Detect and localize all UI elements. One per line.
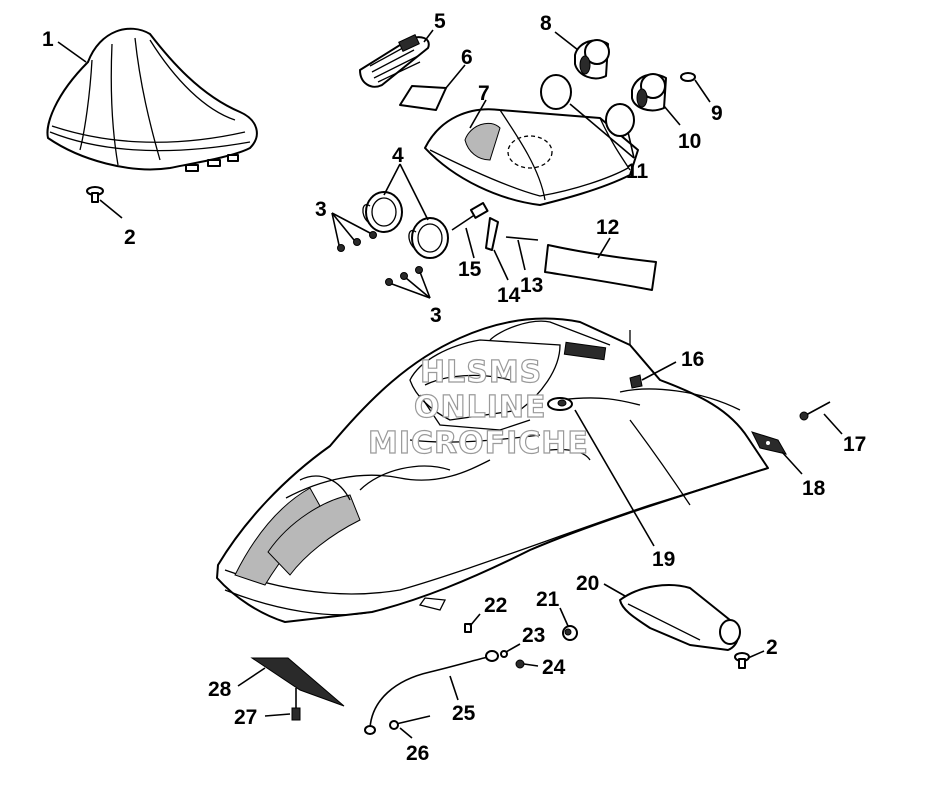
callout-9: 9 (711, 102, 723, 125)
part-3-nuts-bottom[interactable] (385, 266, 423, 286)
part-13-pin[interactable] (505, 236, 539, 241)
part-9-o-ring[interactable] (680, 72, 696, 82)
callout-3-bottom: 3 (430, 304, 442, 327)
callout-4: 4 (392, 144, 404, 167)
callout-17: 17 (843, 433, 866, 456)
part-16-fastener[interactable] (629, 374, 643, 389)
part-5-vent-grille[interactable] (359, 34, 430, 88)
callout-7: 7 (478, 82, 490, 105)
part-4-headlight-rings[interactable] (362, 191, 449, 259)
callout-2-top: 2 (124, 226, 136, 249)
callout-20: 20 (576, 572, 599, 595)
part-17-screw[interactable] (799, 401, 831, 421)
part-23-washer[interactable] (500, 650, 508, 658)
callout-14: 14 (497, 284, 521, 307)
part-20-cover-plate[interactable] (619, 584, 741, 651)
part-27-screw[interactable] (291, 707, 301, 721)
callout-21: 21 (536, 588, 560, 611)
part-8-gauge[interactable] (574, 39, 610, 80)
part-22-pin[interactable] (464, 623, 472, 633)
part-11-bezels[interactable] (540, 74, 635, 137)
part-24-nut[interactable] (515, 659, 525, 669)
callout-3-top: 3 (315, 198, 327, 221)
callout-1: 1 (42, 28, 54, 51)
callout-6: 6 (461, 46, 473, 69)
part-12-trim-strip[interactable] (544, 244, 657, 291)
hood-assembly[interactable] (216, 317, 769, 623)
part-14-bolt[interactable] (485, 217, 499, 251)
part-3-nuts-top[interactable] (337, 231, 377, 252)
callout-24: 24 (542, 656, 566, 679)
part-26-tie[interactable] (389, 715, 431, 730)
callout-19: 19 (652, 548, 675, 571)
watermark-line-3: MICROFICHE (368, 426, 589, 461)
part-21-clip[interactable] (562, 625, 578, 641)
callout-18: 18 (802, 477, 826, 500)
part-15-bulb-socket[interactable] (451, 202, 489, 231)
part-2-screw-bottom[interactable] (734, 652, 750, 669)
callout-28: 28 (208, 678, 232, 701)
callout-11: 11 (626, 160, 649, 183)
part-18-bracket[interactable] (751, 431, 788, 455)
part-7-dash-housing[interactable] (424, 108, 639, 206)
callout-16: 16 (681, 348, 704, 371)
watermark-line-1: HLSMS (420, 355, 542, 390)
callout-5: 5 (434, 10, 446, 33)
watermark: HLSMS ONLINE MICROFICHE (367, 354, 589, 461)
callout-2-bottom: 2 (766, 636, 778, 659)
callout-25: 25 (452, 702, 476, 725)
part-10-gauge[interactable] (631, 73, 667, 112)
callout-labels: 1 2 3 4 3 5 6 7 8 9 10 11 12 13 14 15 16… (42, 10, 866, 765)
callout-13: 13 (520, 274, 543, 297)
part-6-pad[interactable] (399, 85, 447, 111)
callout-10: 10 (678, 130, 701, 153)
leader-lines (57, 29, 843, 739)
callout-12: 12 (596, 216, 619, 239)
callout-15: 15 (458, 258, 482, 281)
part-1-windshield[interactable] (46, 27, 258, 172)
part-19-fastener[interactable] (547, 397, 573, 411)
watermark-line-2: ONLINE (414, 390, 547, 425)
callout-26: 26 (406, 742, 429, 765)
callout-22: 22 (484, 594, 507, 617)
callout-27: 27 (234, 706, 257, 729)
part-28-plate[interactable] (250, 657, 345, 707)
part-2-screw-top[interactable] (86, 186, 104, 203)
callout-8: 8 (540, 12, 552, 35)
callout-23: 23 (522, 624, 545, 647)
part-25-cable[interactable] (364, 650, 499, 735)
